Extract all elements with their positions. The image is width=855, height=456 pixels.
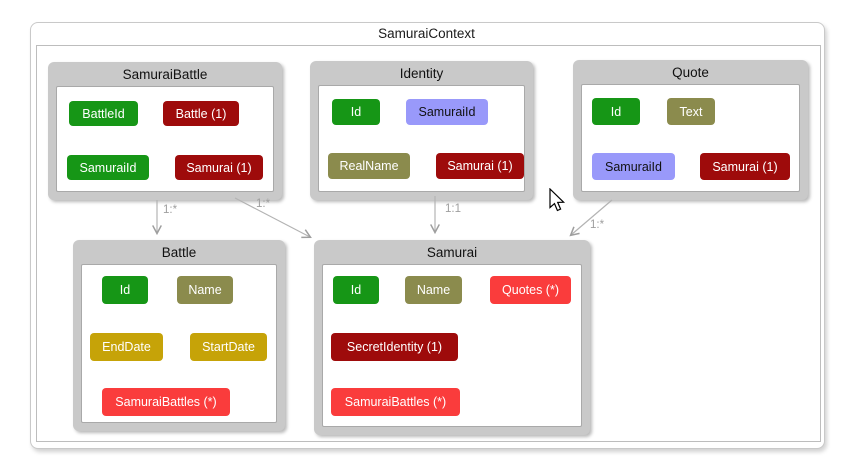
property-badge[interactable]: Text <box>667 98 715 125</box>
entity-title: SamuraiBattle <box>122 67 208 82</box>
property-badge[interactable]: Name <box>177 276 233 304</box>
context-group-title[interactable]: SamuraiContext <box>378 26 475 41</box>
property-badge[interactable]: BattleId <box>69 101 138 126</box>
entity-title: Samurai <box>426 245 478 260</box>
property-badge[interactable]: SamuraiId <box>406 99 488 125</box>
property-badge[interactable]: Samurai (1) <box>436 153 524 179</box>
entity-node-quote[interactable]: Quote Id Text SamuraiId Samurai (1) <box>573 60 808 200</box>
property-badge[interactable]: SecretIdentity (1) <box>331 333 458 361</box>
entity-title: Battle <box>161 245 197 260</box>
edge-label: 1:1 <box>445 203 461 215</box>
property-badge[interactable]: SamuraiBattles (*) <box>102 388 230 416</box>
property-badge[interactable]: Name <box>405 276 462 304</box>
edge-label: 1:* <box>256 198 271 210</box>
property-badge[interactable]: Id <box>102 276 148 304</box>
property-badge[interactable]: Samurai (1) <box>700 153 790 180</box>
entity-title: Identity <box>399 66 444 81</box>
entity-node-identity[interactable]: Identity Id SamuraiId RealName Samurai (… <box>310 61 533 200</box>
property-badge[interactable]: RealName <box>328 153 410 179</box>
property-badge[interactable]: EndDate <box>90 333 163 361</box>
edge-label: 1:* <box>590 219 605 231</box>
entity-node-samuraibattle[interactable]: SamuraiBattle BattleId Battle (1) Samura… <box>48 62 282 200</box>
entity-node-samurai[interactable]: Samurai Id Name Quotes (*) SecretIdentit… <box>314 240 590 435</box>
property-badge[interactable]: Id <box>333 276 379 304</box>
property-badge[interactable]: Quotes (*) <box>490 276 571 304</box>
property-badge[interactable]: Id <box>332 99 380 125</box>
property-badge[interactable]: Id <box>592 98 640 125</box>
entity-title: Quote <box>672 65 709 80</box>
property-badge[interactable]: SamuraiId <box>67 155 149 180</box>
entity-node-battle[interactable]: Battle Id Name EndDate StartDate Samurai… <box>73 240 285 431</box>
property-badge[interactable]: SamuraiId <box>592 153 675 180</box>
property-badge[interactable]: StartDate <box>190 333 267 361</box>
edge-label: 1:* <box>163 204 178 216</box>
property-badge[interactable]: Samurai (1) <box>175 155 263 180</box>
property-badge[interactable]: Battle (1) <box>163 101 239 126</box>
property-badge[interactable]: SamuraiBattles (*) <box>331 388 460 416</box>
